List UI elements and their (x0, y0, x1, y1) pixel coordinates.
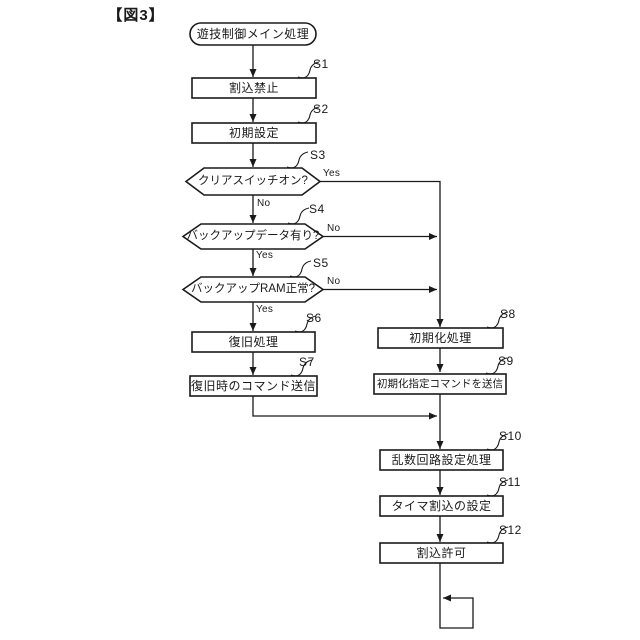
edge-s7-junction (252, 396, 437, 420)
branch-s3-yes: Yes (323, 168, 341, 179)
process-box-s11 (379, 495, 504, 517)
branch-s4-yes: Yes (256, 250, 274, 261)
step-id-s10: S10 (499, 429, 522, 443)
step-label-curves (286, 61, 509, 544)
node-s8-label: 初期化処理 (409, 331, 472, 345)
node-s5-label: バックアップRAM正常? (191, 282, 315, 295)
node-s6-label: 復旧処理 (228, 335, 279, 349)
step-curve-s5 (289, 260, 312, 278)
process-box-s7 (189, 375, 318, 397)
decision-hex-s5 (181, 276, 325, 303)
process-box-s10 (379, 449, 504, 471)
node-s1-label: 割込禁止 (228, 81, 279, 95)
step-id-s2: S2 (313, 102, 329, 116)
step-curve-s9 (485, 357, 508, 375)
decision-hex-s4 (181, 223, 325, 250)
terminal-start-shape (189, 22, 317, 46)
step-curve-s6 (294, 315, 317, 333)
node-s9-label: 初期化指定コマンドを送信 (377, 377, 503, 390)
step-curve-s11 (486, 479, 509, 497)
step-id-s8: S8 (500, 307, 516, 321)
step-curve-s1 (297, 61, 320, 79)
process-box-s9 (373, 373, 507, 395)
step-curve-s8 (486, 311, 509, 329)
step-curve-s10 (486, 433, 509, 451)
step-id-s11: S11 (499, 475, 521, 489)
step-id-s12: S12 (499, 523, 522, 537)
step-curve-s2 (297, 106, 320, 124)
process-box-s8 (377, 327, 504, 349)
figure-title: 【図3】 (107, 6, 165, 24)
branch-s5-no: No (327, 276, 341, 287)
node-s10-label: 乱数回路設定処理 (391, 453, 492, 467)
step-id-s9: S9 (498, 354, 514, 368)
step-curve-s12 (486, 526, 509, 544)
step-id-s3: S3 (310, 148, 326, 162)
process-box-s1 (191, 77, 317, 99)
node-s7-label: 復旧時のコマンド送信 (190, 379, 316, 393)
process-box-s12 (379, 542, 504, 564)
decision-hex-s3 (184, 167, 322, 196)
step-id-s6: S6 (306, 311, 322, 325)
branch-s3-no: No (257, 198, 271, 209)
connectors (249, 45, 474, 629)
node-s3-label: クリアスイッチオン? (198, 174, 308, 187)
step-id-s5: S5 (313, 256, 329, 270)
step-id-s4: S4 (309, 202, 325, 216)
nodes (181, 22, 507, 564)
step-curve-s3 (286, 151, 309, 169)
step-id-s7: S7 (299, 355, 315, 369)
terminal-start-label: 遊技制御メイン処理 (196, 27, 310, 41)
node-s11-label: タイマ割込の設定 (391, 499, 492, 513)
node-s12-label: 割込許可 (416, 546, 467, 560)
step-id-s1: S1 (313, 57, 329, 71)
process-box-s2 (191, 122, 317, 144)
step-curve-s7 (290, 359, 313, 377)
edge-s12-main-loop (439, 563, 474, 629)
process-box-s6 (191, 331, 316, 353)
branch-s5-yes: Yes (256, 304, 274, 315)
edge-s3-yes-s8 (320, 180, 444, 327)
node-s4-label: バックアップデータ有り? (186, 229, 320, 242)
branch-s4-no: No (327, 223, 341, 234)
node-s2-label: 初期設定 (228, 126, 279, 140)
step-curve-s4 (287, 207, 310, 225)
